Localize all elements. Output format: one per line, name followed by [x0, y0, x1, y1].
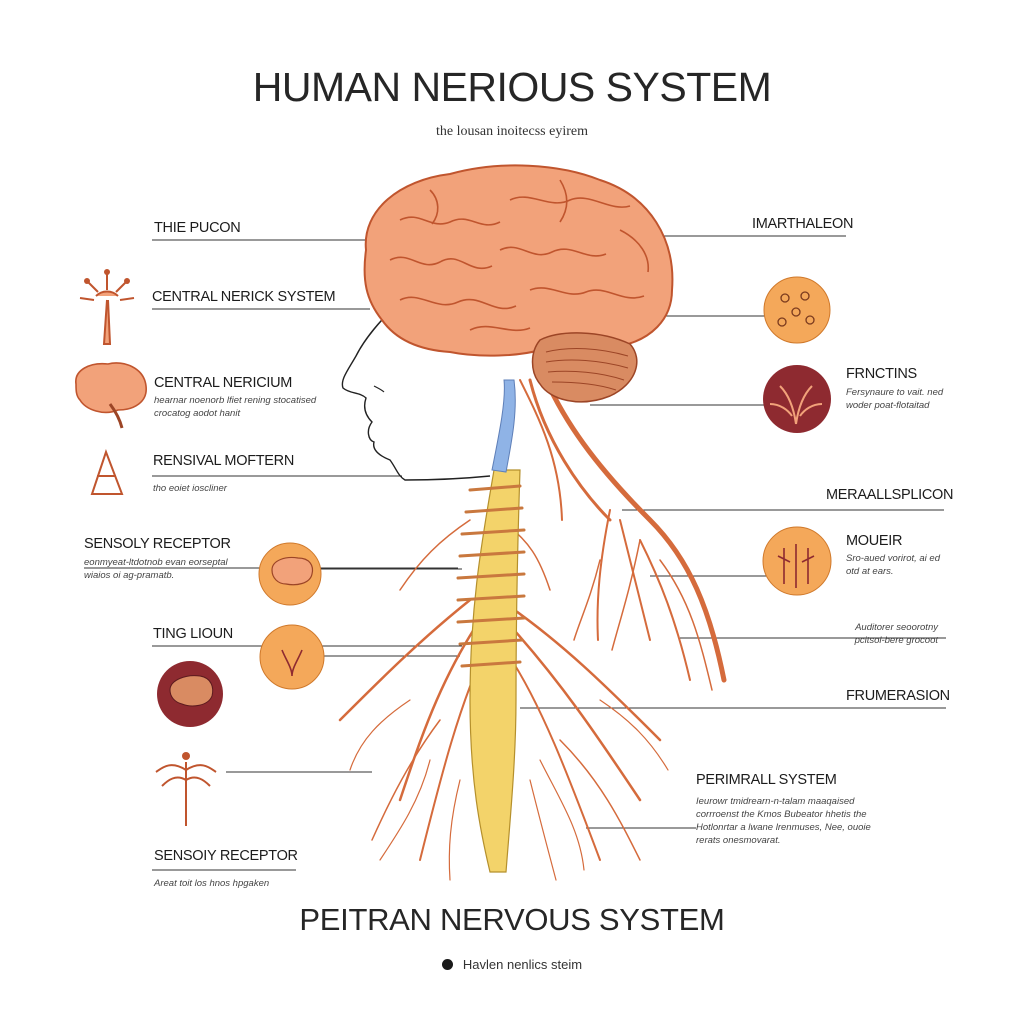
motor-circle-icon: [762, 526, 832, 596]
footer-title: PEITRAN NERVOUS SYSTEM: [299, 902, 725, 937]
label-l5-desc-2: wiaios oi ag-pramatb.: [84, 570, 175, 581]
brain-small-icon: [75, 362, 147, 429]
label-r7-desc-4: rerats onesmovarat.: [696, 835, 781, 846]
legend-dot-icon: [441, 959, 453, 970]
left-icons: [75, 269, 325, 826]
label-r4-desc-2: otd at ears.: [846, 566, 894, 577]
label-l1: THIE PUCON: [154, 220, 241, 236]
neuron-icon: [79, 269, 135, 345]
label-r4-desc-1: Sro-aued vorirot, ai ed: [846, 553, 940, 564]
peripheral-nerves: [338, 357, 727, 881]
label-r7: PERIMRALL SYSTEM: [696, 772, 837, 788]
spinal-cord: [456, 379, 526, 873]
label-r3: MERAALLSPLICON: [826, 487, 954, 503]
label-l4-desc-1: tho eoiet ioscliner: [153, 483, 227, 494]
receptor-icon: [155, 762, 217, 826]
label-r7-desc-3: Hotlonrtar a lwane lrenmuses, Nee, ouoie: [696, 822, 871, 833]
label-r5-desc-1: Auditorer seoorotny: [855, 622, 938, 633]
label-r2-desc-1: Fersynaure to vait. ned: [846, 387, 944, 398]
cells-circle-icon: [763, 276, 831, 344]
label-l4: RENSIVAL MOFTERN: [153, 453, 295, 469]
label-l6: TING LIOUN: [153, 626, 233, 642]
label-r1: IMARTHALEON: [752, 216, 854, 232]
triangle-icon: [90, 449, 124, 495]
diagram-title: HUMAN NERIOUS SYSTEM: [252, 64, 772, 110]
label-r2-desc-2: woder poat-flotaitad: [846, 400, 930, 411]
legend: Havlen nenlics steim: [0, 957, 1024, 972]
label-l7-desc-1: Areat toit los hnos hpgaken: [154, 878, 270, 889]
label-l5-desc-1: eonmyeat-ltdotnob evan eorseptal: [84, 557, 228, 568]
dark-nerve-circle-icon: [763, 365, 831, 433]
label-r5-desc-2: pcitsol-bere grocoot: [854, 635, 938, 646]
label-r4: MOUEIR: [846, 533, 903, 549]
label-l3-desc-2: crocatog aodot hanit: [154, 408, 241, 419]
head-profile: [341, 299, 491, 481]
label-r6: FRUMERASION: [846, 688, 950, 704]
legend-text: Havlen nenlics steim: [462, 957, 583, 972]
label-l2: CENTRAL NERICK SYSTEM: [152, 289, 336, 305]
right-icons: [762, 276, 832, 596]
label-r7-desc-2: corrroenst the Kmos Bubeator hhetis the: [696, 809, 867, 820]
label-l5: SENSOLY RECEPTOR: [84, 536, 231, 552]
diagram-subtitle: the lousan inoitecss eyirem: [435, 124, 589, 139]
label-r2: FRNCTINS: [846, 366, 917, 382]
label-l3: CENTRAL NERICIUM: [154, 375, 293, 391]
brain-drawing: [363, 164, 674, 403]
nerve-circle-icon: [259, 624, 325, 690]
label-r7-desc-1: Ieurowr tmidrearn-n-talam maaqaised: [696, 796, 855, 807]
label-l7: SENSOIY RECEPTOR: [154, 848, 298, 864]
label-l3-desc-1: hearnar noenorb lfiet rening stocatised: [154, 395, 317, 406]
